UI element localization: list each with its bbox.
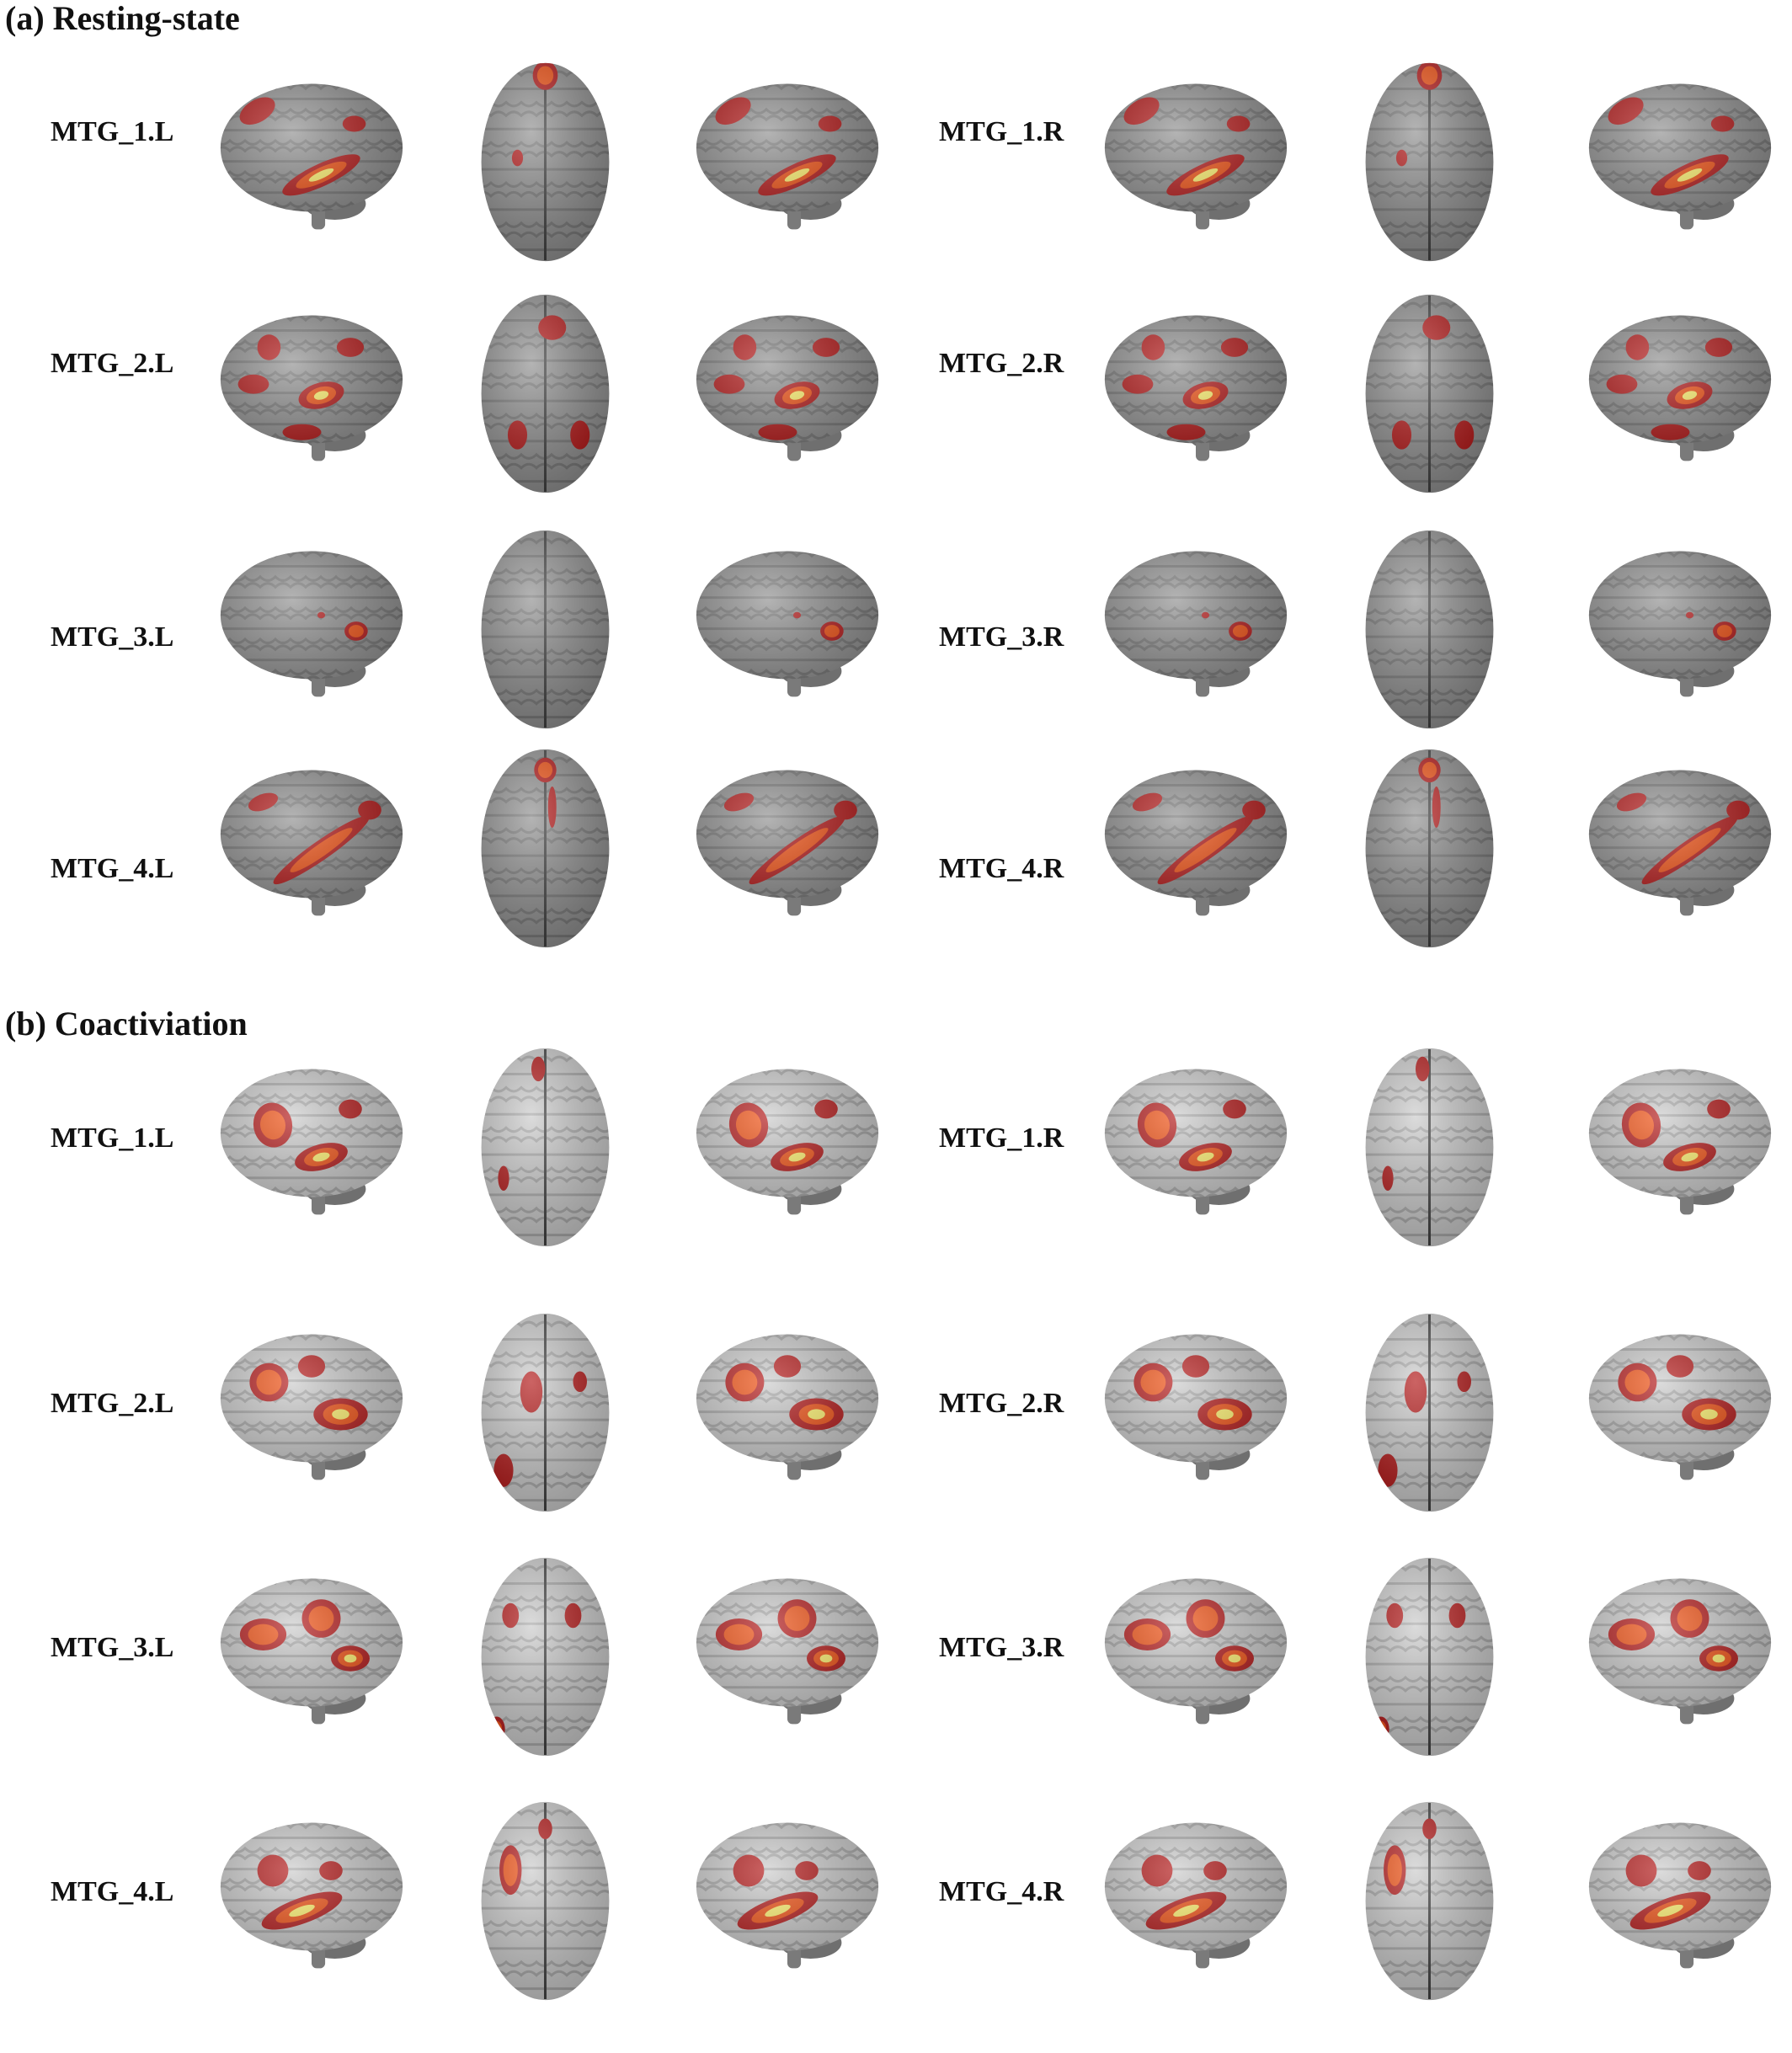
seed-label: MTG_4.L [51, 853, 174, 884]
brain-superior-view [1365, 294, 1494, 493]
seed-label: MTG_2.L [51, 1388, 174, 1419]
brain-superior-view [1365, 1313, 1494, 1512]
brain-lateral-left-view [220, 83, 403, 230]
brain-lateral-right-view [696, 1822, 879, 1969]
brain-lateral-right-view [1588, 1578, 1772, 1725]
brain-lateral-left-view [1104, 1334, 1288, 1480]
brain-lateral-left-view [1104, 83, 1288, 230]
seed-row-0-2: MTG_3.L MTG_3.R [0, 526, 1792, 779]
brain-lateral-right-view [1588, 83, 1772, 230]
brain-lateral-right-view [1588, 315, 1772, 461]
seed-label: MTG_1.L [51, 1122, 174, 1154]
brain-lateral-right-view [1588, 1334, 1772, 1480]
brain-superior-view [481, 1313, 610, 1512]
brain-superior-view [1365, 1801, 1494, 2001]
brain-lateral-right-view [1588, 551, 1772, 697]
activation-cluster [1375, 699, 1387, 717]
seed-label: MTG_1.R [939, 116, 1064, 147]
seed-label: MTG_3.L [51, 1632, 174, 1663]
brain-lateral-left-view [1104, 551, 1288, 697]
seed-label: MTG_4.R [939, 853, 1064, 884]
brain-lateral-right-view [696, 83, 879, 230]
brain-lateral-right-view [1588, 1822, 1772, 1969]
brain-lateral-left-view [1104, 1578, 1288, 1725]
brain-lateral-right-view [1588, 1069, 1772, 1215]
seed-row-1-3: MTG_4.L MTG_4.R [0, 1798, 1792, 2050]
brain-lateral-left-view [1104, 315, 1288, 461]
brain-superior-view [1365, 749, 1494, 948]
brain-lateral-right-view [696, 1334, 879, 1480]
brain-superior-view [481, 749, 610, 948]
seed-label: MTG_2.R [939, 1388, 1064, 1419]
brain-lateral-right-view [696, 315, 879, 461]
seed-row-0-0: MTG_1.L MTG_1.R [0, 59, 1792, 312]
brain-lateral-left-view [1104, 1822, 1288, 1969]
brain-superior-view [1365, 530, 1494, 729]
brain-superior-view [481, 1801, 610, 2001]
brain-superior-view [1365, 62, 1494, 262]
seed-label: MTG_4.L [51, 1876, 174, 1907]
brain-lateral-left-view [220, 1822, 403, 1969]
seed-label: MTG_1.L [51, 116, 174, 147]
seed-label: MTG_4.R [939, 1876, 1064, 1907]
seed-label: MTG_3.R [939, 621, 1064, 653]
brain-lateral-right-view [1588, 770, 1772, 916]
brain-lateral-left-view [220, 551, 403, 697]
brain-lateral-left-view [1104, 770, 1288, 916]
brain-superior-view [481, 1557, 610, 1757]
brain-superior-view [481, 1048, 610, 1247]
seed-row-1-2: MTG_3.L MTG_3.R [0, 1554, 1792, 1806]
section-title-coactivation: (b) Coactiviation [5, 1005, 248, 1042]
brain-lateral-left-view [220, 1069, 403, 1215]
brain-lateral-right-view [696, 551, 879, 697]
seed-row-0-3: MTG_4.L MTG_4.R [0, 745, 1792, 998]
seed-label: MTG_3.L [51, 621, 174, 653]
brain-lateral-right-view [696, 770, 879, 916]
seed-row-0-1: MTG_2.L MTG_2.R [0, 291, 1792, 543]
seed-row-1-1: MTG_2.L MTG_2.R [0, 1309, 1792, 1562]
brain-superior-view [1365, 1048, 1494, 1247]
brain-superior-view [1365, 1557, 1494, 1757]
seed-label: MTG_1.R [939, 1122, 1064, 1154]
brain-lateral-left-view [220, 315, 403, 461]
brain-lateral-right-view [696, 1578, 879, 1725]
brain-lateral-left-view [220, 1334, 403, 1480]
brain-lateral-left-view [1104, 1069, 1288, 1215]
brain-superior-view [481, 62, 610, 262]
brain-superior-view [481, 294, 610, 493]
brain-lateral-right-view [696, 1069, 879, 1215]
seed-row-1-0: MTG_1.L MTG_1.R [0, 1044, 1792, 1297]
section-title-resting-state: (a) Resting-state [5, 0, 240, 37]
seed-label: MTG_2.L [51, 348, 174, 379]
activation-cluster [491, 699, 503, 717]
brain-lateral-left-view [220, 1578, 403, 1725]
seed-label: MTG_3.R [939, 1632, 1064, 1663]
brain-lateral-left-view [220, 770, 403, 916]
seed-label: MTG_2.R [939, 348, 1064, 379]
brain-superior-view [481, 530, 610, 729]
